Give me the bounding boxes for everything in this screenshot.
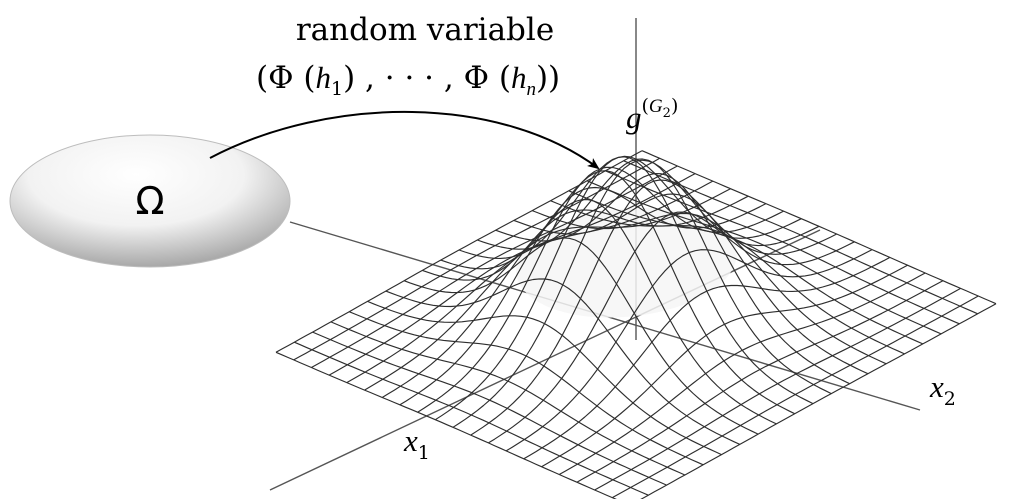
x2-label: x2 [929,369,956,410]
surface-mesh-line [275,351,617,499]
caption-tuple: (Φ (h1) , · · · , Φ (hn)) [256,60,560,100]
surface-mesh-line [348,311,704,466]
surface-mesh-line [488,211,855,444]
surface-mesh-line [558,272,926,476]
surface-mesh-line [385,278,741,445]
surface-mesh-line [640,303,997,499]
surface-mesh-line [367,300,722,456]
surface-mesh-line [312,331,667,486]
surface-mesh-line [403,237,759,435]
surface-mesh-line [576,280,944,483]
gaussian-surface [275,150,997,499]
caption-title: random variable [296,12,554,48]
surface-mesh-line [294,341,649,496]
surface-mesh-line [541,264,908,468]
x1-label: x1 [403,423,430,464]
random-variable-caption: random variable (Φ (h1) , · · · , Φ (hn)… [256,12,560,100]
sample-space-disk: Ω [9,134,291,268]
surface-mesh-line [523,256,891,460]
surface-mesh-line [440,170,795,415]
density-label: g(G2) [626,95,678,135]
surface-mesh-line [330,321,686,476]
omega-label: Ω [135,179,164,223]
surface-mesh-line [470,179,837,436]
surface-mesh-line [594,287,961,491]
mapping-arrow [209,110,600,170]
surface-mesh-line [452,159,820,428]
surface-mesh-line [612,295,979,499]
surface-mesh-line [422,199,777,425]
surface-mesh-line [505,249,873,452]
